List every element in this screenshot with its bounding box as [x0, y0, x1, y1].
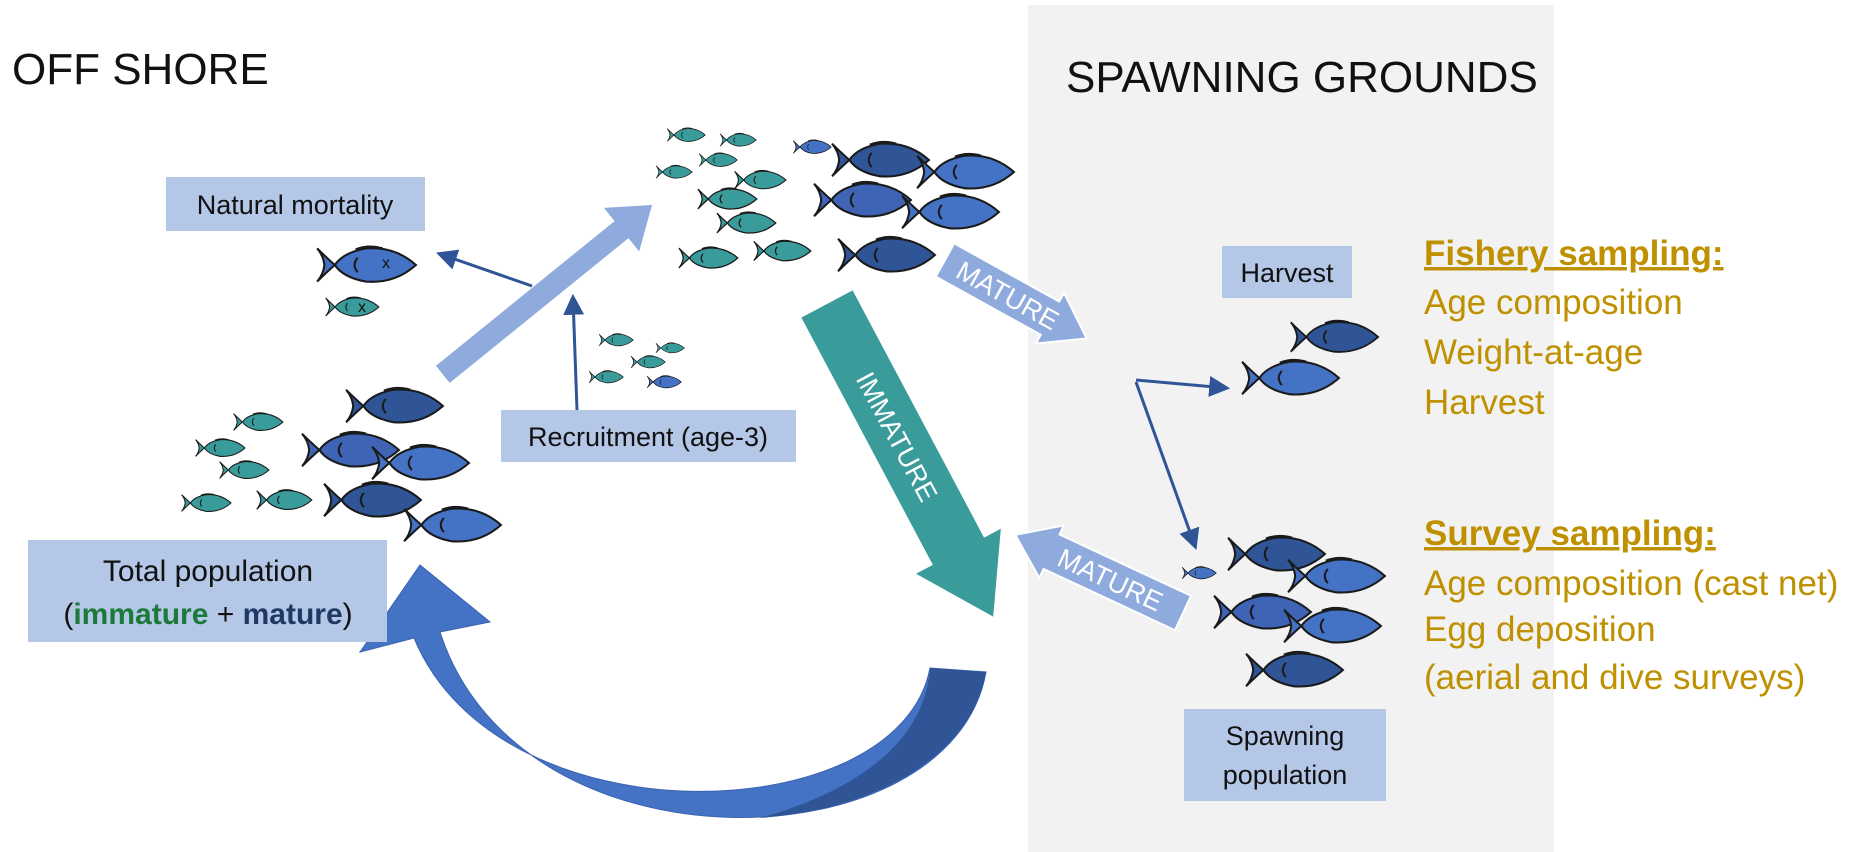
teal-fish-icon	[697, 187, 758, 210]
spawning-population-label-2: population	[1223, 760, 1348, 790]
spawning-population-box	[1184, 709, 1386, 801]
to-spawners-arrow	[1134, 381, 1200, 550]
survey-sampling-heading: Survey sampling:	[1424, 514, 1716, 553]
blue-fish-icon	[916, 152, 1015, 190]
blue-fish-icon	[901, 192, 1000, 230]
immature-word: immature	[73, 598, 208, 631]
teal-fish-icon	[256, 489, 313, 510]
small-fish-icon	[655, 164, 693, 179]
teal-fish-icon	[678, 246, 739, 269]
recruit-fish-icon	[588, 370, 624, 384]
recruitment-box	[501, 410, 796, 462]
small-fish-icon	[792, 139, 832, 154]
teal-fish-icon	[734, 169, 787, 190]
return-curve-arrow	[358, 564, 987, 818]
harvest-arrow	[1135, 376, 1231, 397]
natural-mortality-box	[166, 177, 425, 231]
spawning-grounds-title: SPAWNING GROUNDS	[1066, 53, 1538, 102]
blue-fish-icon	[837, 235, 936, 273]
fishery-item: Weight-at-age	[1424, 333, 1643, 372]
dead-fish-mark: x	[382, 255, 390, 272]
harvest-box	[1222, 246, 1352, 298]
natural-mortality-label: Natural mortality	[197, 190, 394, 220]
total-population-breakdown: (immature + mature)	[63, 598, 352, 631]
teal-fish-icon	[753, 239, 812, 262]
recruitment-arrow	[563, 293, 585, 411]
recruit-fish-icon	[598, 333, 634, 347]
recruit-fish-icon	[646, 375, 682, 389]
return-curve-shade	[760, 668, 986, 818]
blue-fish-icon	[813, 180, 912, 218]
up-flow-arrow	[433, 202, 655, 386]
blue-fish-icon	[403, 505, 502, 543]
teal-fish-icon	[716, 211, 777, 234]
mature-word: mature	[243, 598, 343, 631]
mature-arrow-top	[934, 242, 1089, 345]
small-fish-icon	[666, 127, 706, 142]
recruitment-label: Recruitment (age-3)	[528, 422, 768, 452]
dead-fish-icon	[316, 245, 417, 283]
fishery-item: Harvest	[1424, 383, 1545, 422]
fishery-item: Age composition	[1424, 283, 1683, 322]
teal-fish-icon	[195, 438, 246, 457]
recruit-fish-icon	[630, 355, 666, 369]
small-fish-icon	[698, 152, 738, 167]
fishery-sampling-heading: Fishery sampling:	[1424, 234, 1724, 273]
total-population-label: Total population	[103, 555, 313, 588]
offshore-title: OFF SHORE	[12, 45, 269, 94]
recruit-fish-icon	[655, 342, 685, 354]
blue-fish-icon	[831, 140, 930, 178]
survey-item: Age composition (cast net)	[1424, 564, 1838, 603]
total-population-box	[28, 540, 387, 642]
harvest-label: Harvest	[1240, 258, 1334, 288]
small-fish-icon	[719, 132, 757, 147]
mature-arrow-bottom	[1013, 524, 1193, 632]
dead-fish-icon	[325, 296, 380, 317]
spawning-population-label-1: Spawning	[1226, 721, 1345, 751]
teal-fish-icon	[233, 412, 284, 431]
immature-arrow	[801, 290, 1001, 617]
survey-item: (aerial and dive surveys)	[1424, 658, 1805, 697]
teal-fish-icon	[219, 460, 270, 479]
survey-item: Egg deposition	[1424, 610, 1656, 649]
teal-fish-icon	[181, 493, 232, 512]
blue-fish-icon	[345, 386, 444, 424]
mortality-arrow	[436, 249, 533, 288]
dead-fish-mark: x	[358, 299, 366, 316]
